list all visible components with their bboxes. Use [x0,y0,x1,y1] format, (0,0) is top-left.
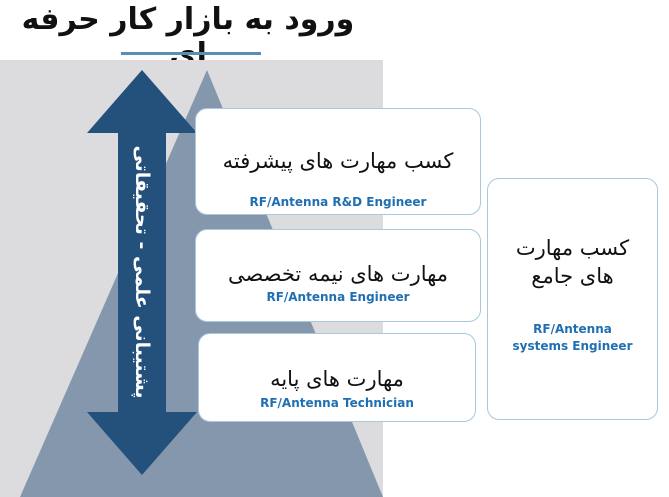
level-box-intermediate: مهارت های نیمه تخصصی RF/Antenna Engineer [195,229,481,322]
comprehensive-box: کسب مهارت های جامع RF/Antenna systems En… [487,178,658,420]
comprehensive-skill-label: کسب مهارت های جامع [515,236,630,288]
arrow-label: پشتیبانی علمی - تحقیقاتی [131,145,153,399]
comprehensive-role-label: RF/Antenna systems Engineer [512,322,633,353]
level-skill-label: مهارت های نیمه تخصصی [227,262,449,286]
level-box-advanced: کسب مهارت های پیشرفته RF/Antenna R&D Eng… [195,108,481,215]
level-skill-label: کسب مهارت های پیشرفته [222,149,454,173]
level-role-label: RF/Antenna Engineer [266,290,410,304]
title-underline [121,52,261,55]
level-skill-label: مهارت های پایه [270,367,404,391]
level-box-basic: مهارت های پایه RF/Antenna Technician [198,333,476,422]
double-arrow-icon [87,70,197,475]
level-role-label: RF/Antenna Technician [260,396,414,410]
level-role-label: RF/Antenna R&D Engineer [249,195,427,209]
